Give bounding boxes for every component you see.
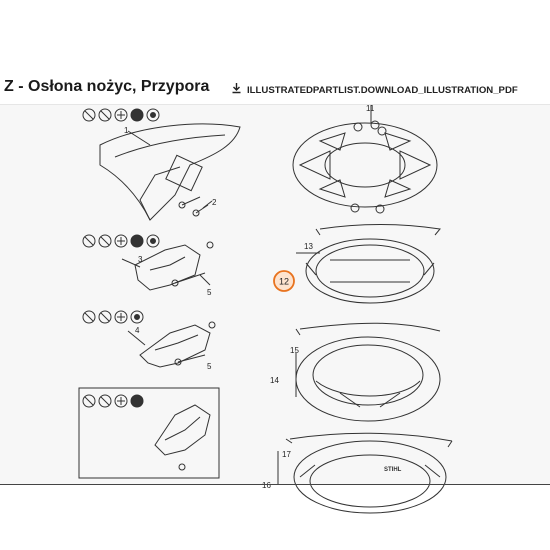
part-2-screws <box>178 196 213 217</box>
page-title: Z - Osłona nożyc, Przypora <box>4 78 210 95</box>
tool-icons-row-1 <box>82 108 160 122</box>
header-bar: Z - Osłona nożyc, Przypora ILLUSTRATEDPA… <box>0 72 550 104</box>
download-pdf-link[interactable]: ILLUSTRATEDPARTLIST.DOWNLOAD_ILLUSTRATIO… <box>232 83 518 96</box>
callout-12-highlight[interactable]: 12 <box>273 270 295 292</box>
callout-4[interactable]: 4 <box>135 326 140 335</box>
part-5b-screws <box>174 354 206 366</box>
part-15-wire <box>295 322 441 336</box>
parts-illustration: 1 2 3 4 5 5 11 13 15 14 17 16 12 STIHL <box>0 104 550 514</box>
part-12-ring <box>296 238 435 304</box>
callout-17[interactable]: 17 <box>282 450 291 459</box>
part-3-support <box>121 244 201 291</box>
callout-2[interactable]: 2 <box>212 198 217 207</box>
part-16-housing <box>277 440 447 514</box>
callout-3[interactable]: 3 <box>138 255 143 264</box>
tool-icons-row-3 <box>82 310 144 324</box>
divider <box>0 484 550 485</box>
part-14-guard <box>295 336 441 422</box>
kit-box <box>78 387 220 479</box>
tool-icons-row-2 <box>82 234 160 248</box>
callout-1[interactable]: 1 <box>124 126 129 135</box>
callout-15[interactable]: 15 <box>290 346 299 355</box>
part-5-screws <box>171 241 214 287</box>
callout-13[interactable]: 13 <box>304 242 313 251</box>
callout-14[interactable]: 14 <box>270 376 279 385</box>
part-4-support <box>127 321 216 368</box>
part-17-wire <box>285 432 453 448</box>
callout-12: 12 <box>279 277 289 287</box>
callout-5[interactable]: 5 <box>207 288 212 297</box>
part-11-rotor <box>292 105 438 214</box>
brand-mark: STIHL <box>384 467 402 473</box>
callout-5b[interactable]: 5 <box>207 362 212 371</box>
callout-16[interactable]: 16 <box>262 481 271 490</box>
download-pdf-label: ILLUSTRATEDPARTLIST.DOWNLOAD_ILLUSTRATIO… <box>247 85 518 96</box>
download-icon <box>232 83 241 96</box>
callout-11[interactable]: 11 <box>366 104 375 113</box>
part-1-guard <box>99 123 241 221</box>
part-13-spring <box>315 224 441 236</box>
